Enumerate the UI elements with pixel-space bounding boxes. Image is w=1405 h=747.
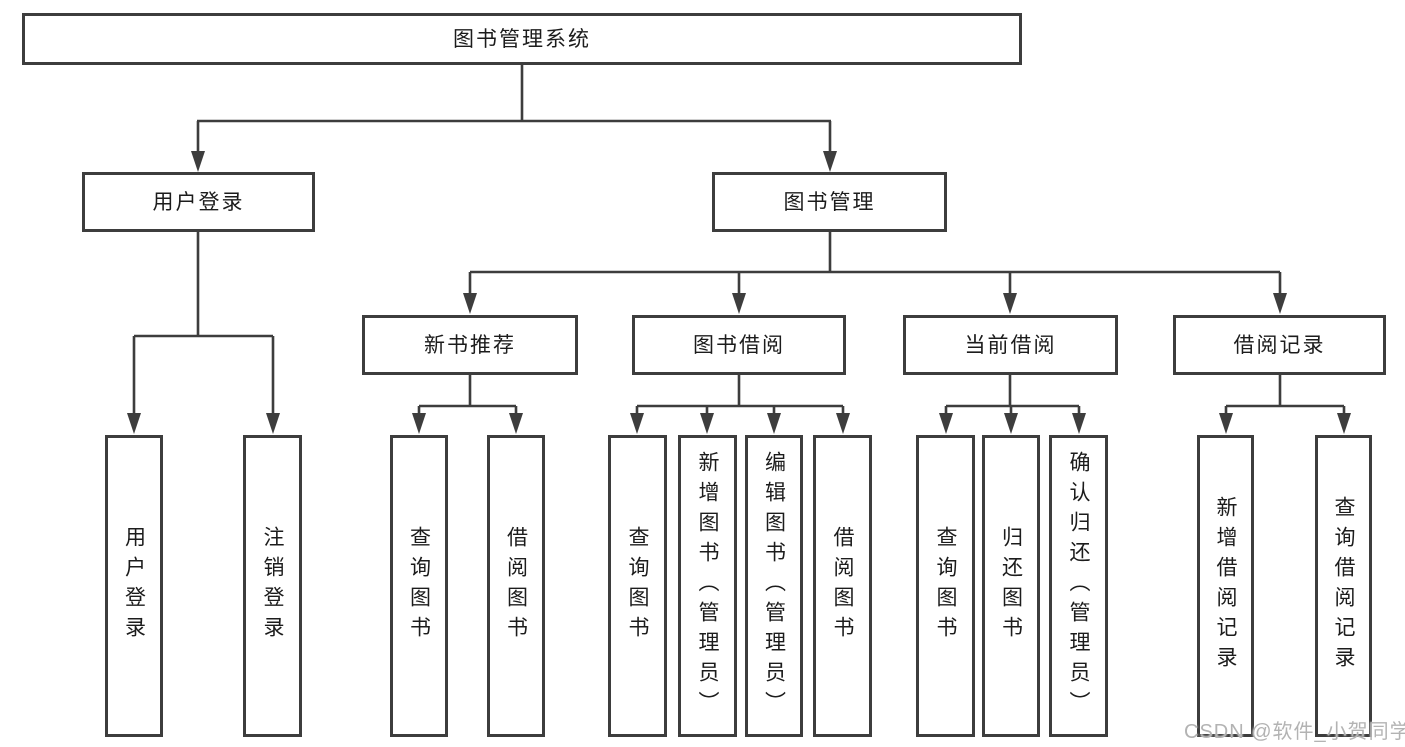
node-library-system: 图书管理系统: [22, 13, 1022, 65]
leaf-current-confirm-return-admin: 确认归还（管理员）: [1049, 435, 1108, 737]
node-book-management: 图书管理: [712, 172, 947, 232]
node-label: 查询图书: [934, 526, 957, 646]
leaf-current-query-book: 查询图书: [916, 435, 975, 737]
node-label: 借阅记录: [1233, 333, 1326, 357]
node-label: 确认归还（管理员）: [1067, 451, 1090, 721]
node-label: 图书管理: [783, 190, 876, 214]
watermark: CSDN @软件_小贺同学: [1184, 721, 1405, 743]
node-user-login: 用户登录: [82, 172, 315, 232]
node-label: 借阅图书: [831, 526, 854, 646]
node-label: 图书管理系统: [453, 27, 591, 51]
leaf-user-login: 用户登录: [105, 435, 163, 737]
node-label: 编辑图书（管理员）: [762, 451, 786, 721]
node-label: 查询图书: [626, 526, 649, 646]
node-label: 新增图书（管理员）: [696, 451, 719, 721]
leaf-current-return-book: 归还图书: [982, 435, 1040, 737]
node-label: 图书借阅: [693, 333, 785, 357]
leaf-recommend-query-book: 查询图书: [390, 435, 448, 737]
leaf-records-add-record: 新增借阅记录: [1197, 435, 1254, 737]
node-label: 借阅图书: [504, 526, 528, 646]
leaf-borrow-query-book: 查询图书: [608, 435, 667, 737]
node-book-borrow: 图书借阅: [632, 315, 846, 375]
node-label: 新增借阅记录: [1214, 496, 1237, 676]
leaf-borrow-borrow-book: 借阅图书: [813, 435, 872, 737]
node-label: 用户登录: [122, 526, 146, 646]
node-current-borrow: 当前借阅: [903, 315, 1118, 375]
node-label: 归还图书: [999, 526, 1023, 646]
node-label: 新书推荐: [424, 333, 516, 357]
node-label: 注销登录: [261, 526, 284, 646]
leaf-recommend-borrow-book: 借阅图书: [487, 435, 545, 737]
leaf-borrow-add-book-admin: 新增图书（管理员）: [678, 435, 737, 737]
leaf-borrow-edit-book-admin: 编辑图书（管理员）: [745, 435, 803, 737]
node-label: 查询图书: [407, 526, 431, 646]
leaf-logout-login: 注销登录: [243, 435, 302, 737]
leaf-records-query-record: 查询借阅记录: [1315, 435, 1372, 737]
node-label: 查询借阅记录: [1332, 496, 1355, 676]
node-borrow-records: 借阅记录: [1173, 315, 1386, 375]
node-new-book-recommend: 新书推荐: [362, 315, 578, 375]
node-label: 当前借阅: [964, 333, 1057, 357]
node-label: 用户登录: [152, 190, 245, 214]
